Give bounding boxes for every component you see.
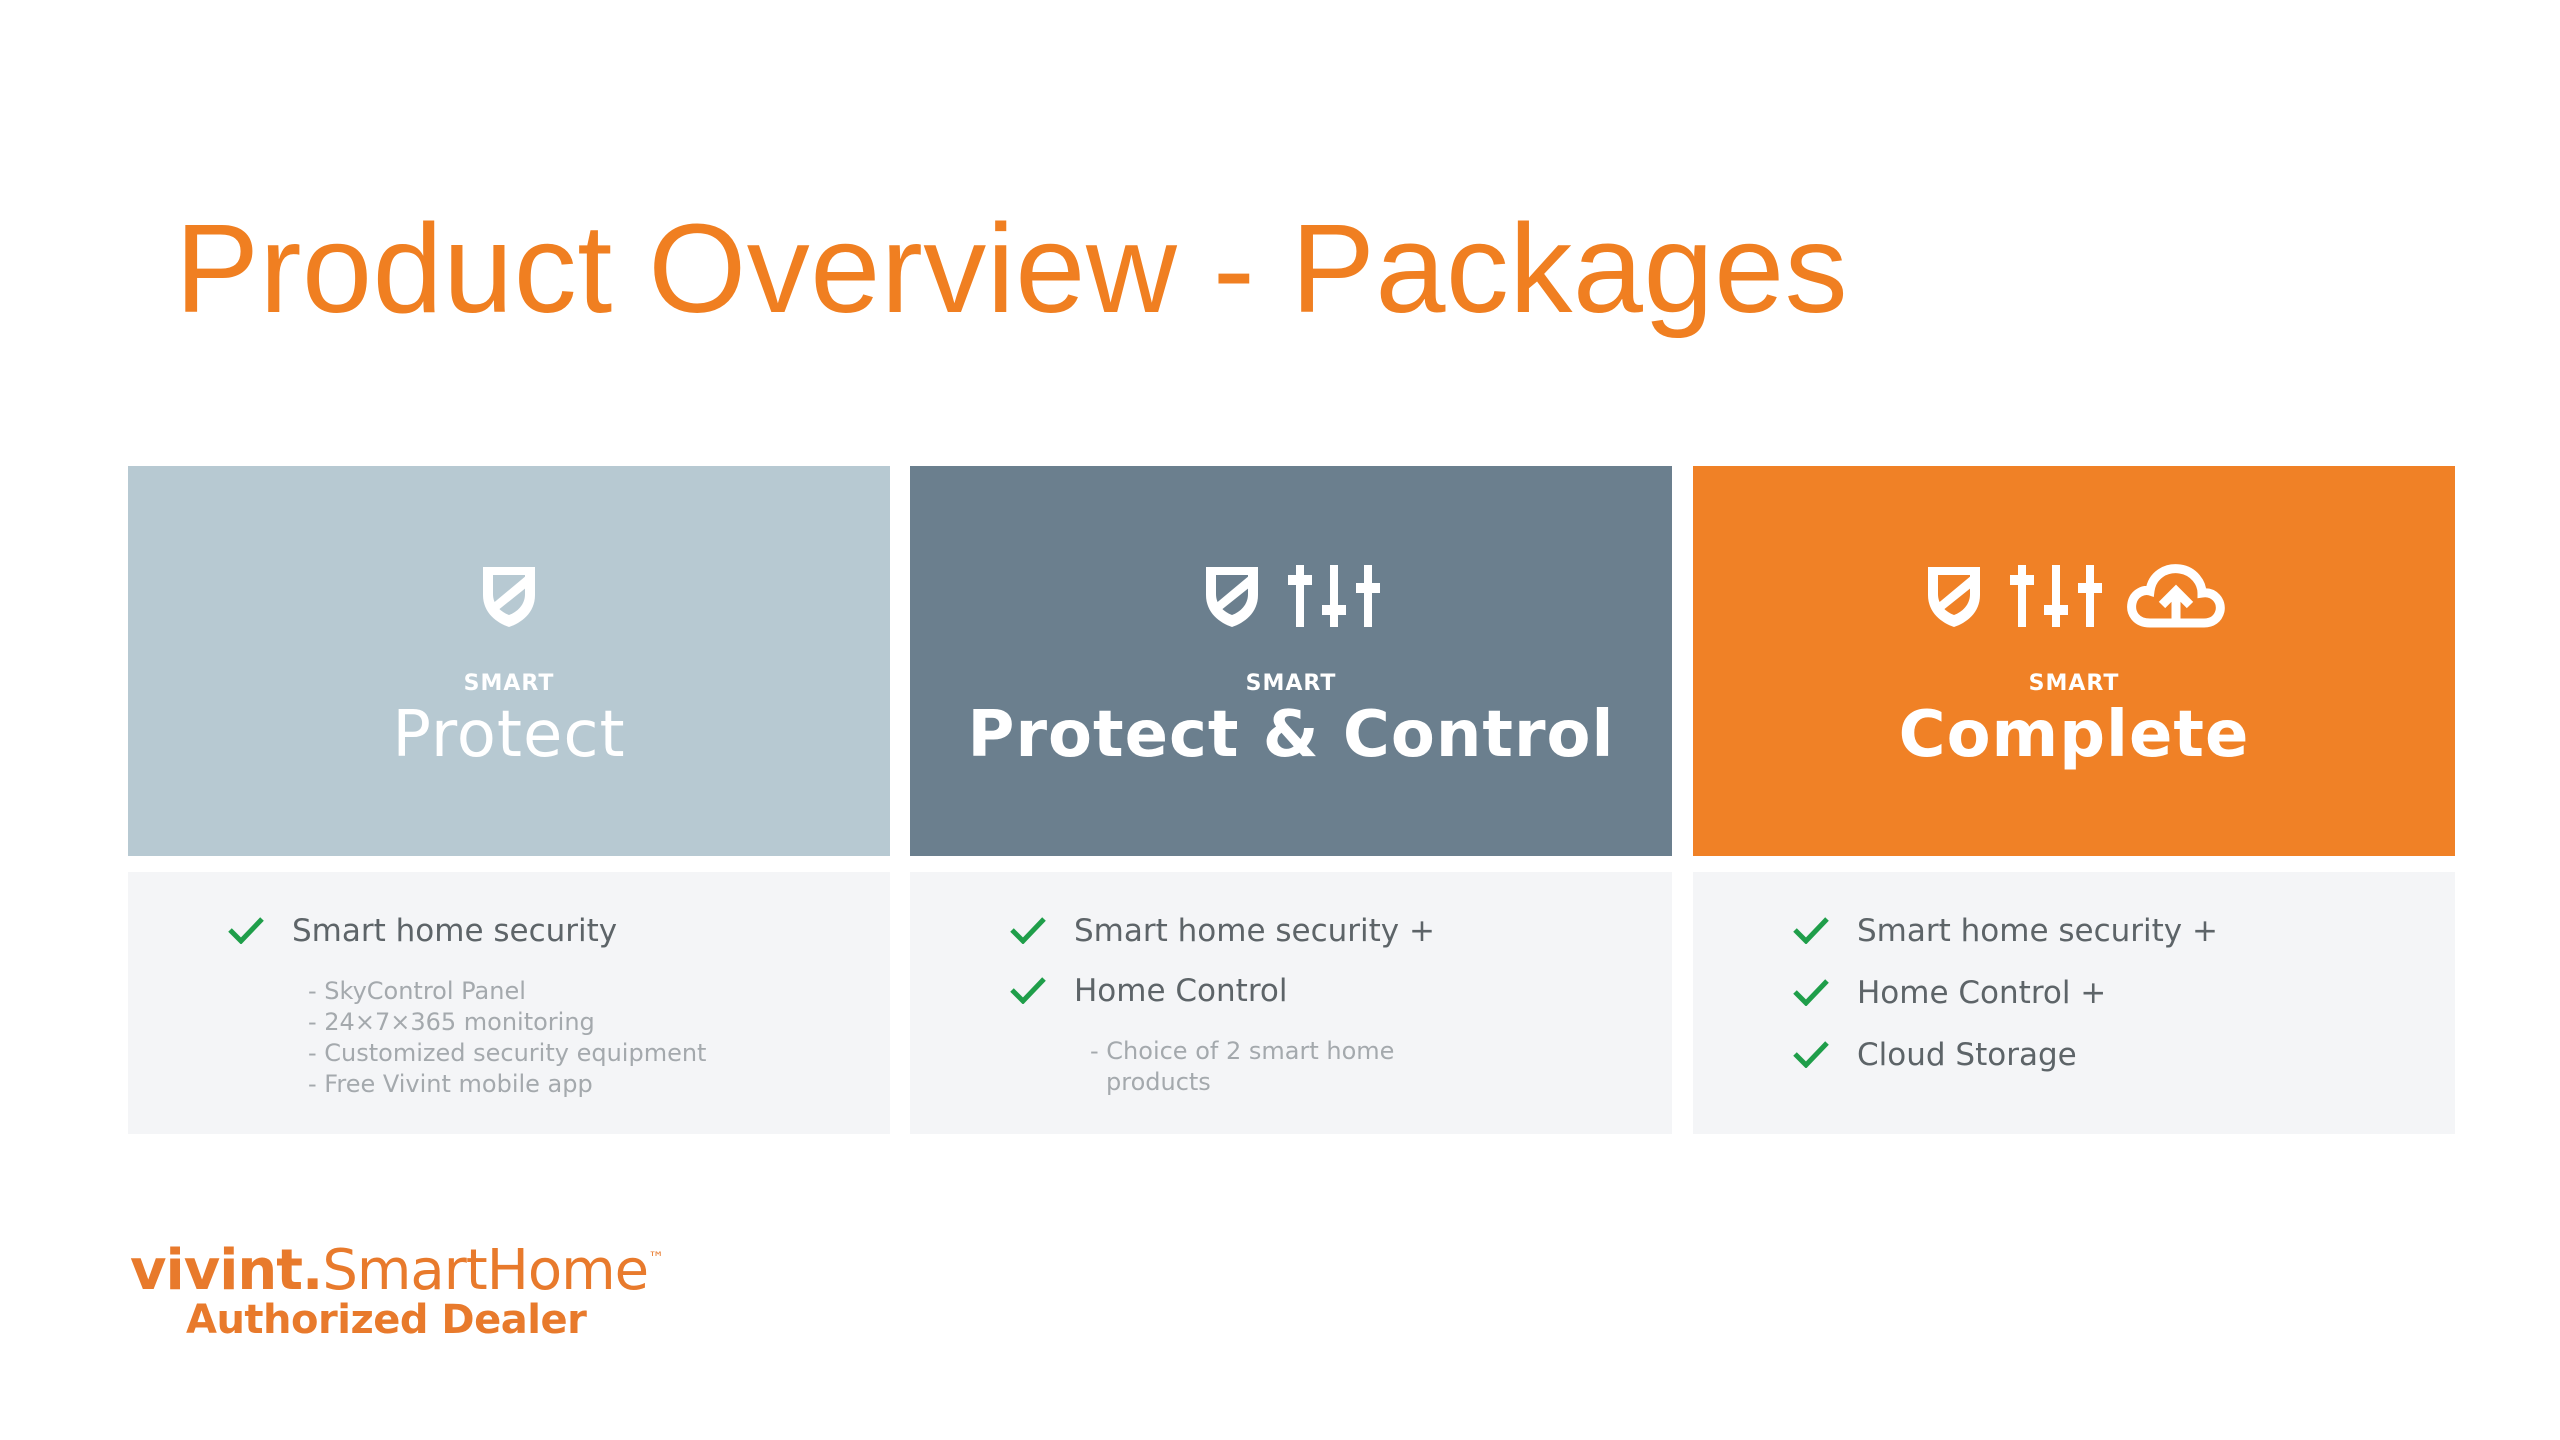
package-header: SMART Protect: [128, 466, 890, 856]
feature-detail: - SkyControl Panel: [308, 977, 526, 1005]
feature-label: Home Control +: [1857, 975, 2107, 1011]
feature-label: Smart home security: [292, 913, 618, 949]
logo-dealer-text: Authorized Dealer: [186, 1297, 587, 1343]
checkmark-icon: [1793, 979, 1829, 1006]
package-features: Smart home security - SkyControl Panel -…: [128, 872, 890, 1134]
feature-item: Smart home security +: [1010, 912, 1435, 950]
feature-detail: - Choice of 2 smart home: [1090, 1037, 1395, 1065]
package-name: Complete: [1898, 698, 2250, 772]
logo-brand: vivint.SmartHome™: [130, 1238, 664, 1303]
feature-item: Cloud Storage: [1793, 1036, 2218, 1074]
shield-icon: [483, 567, 535, 627]
package-label-small: SMART: [2028, 671, 2120, 696]
feature-detail: - Customized security equipment: [308, 1039, 707, 1067]
package-icons: [1693, 556, 2455, 636]
feature-label: Home Control: [1074, 973, 1288, 1009]
package-smart-protect: SMART Protect Smart home security - SkyC…: [128, 466, 890, 1134]
shield-icon: [1206, 567, 1258, 627]
feature-detail: products: [1106, 1068, 1211, 1096]
feature-item: Home Control: [1010, 972, 1435, 1010]
feature-label: Cloud Storage: [1857, 1037, 2077, 1073]
logo-brand-light: SmartHome: [322, 1238, 649, 1303]
package-features: Smart home security + Home Control - Cho…: [910, 872, 1672, 1134]
feature-item: Home Control +: [1793, 974, 2218, 1012]
package-header: SMART Protect & Control: [910, 466, 1672, 856]
checkmark-icon: [1010, 977, 1046, 1004]
sliders-icon: [2010, 565, 2102, 627]
package-label-small: SMART: [463, 671, 555, 696]
package-icons: [910, 556, 1672, 636]
package-smart-protect-control: SMART Protect & Control Smart home secur…: [910, 466, 1672, 1134]
feature-label: Smart home security +: [1857, 913, 2218, 949]
package-name: Protect & Control: [967, 698, 1615, 772]
logo-brand-bold: vivint.: [130, 1238, 323, 1303]
checkmark-icon: [1793, 917, 1829, 944]
checkmark-icon: [1793, 1041, 1829, 1068]
feature-item: Smart home security +: [1793, 912, 2218, 950]
feature-detail: - Free Vivint mobile app: [308, 1070, 593, 1098]
feature-item: Smart home security: [228, 912, 617, 950]
package-icons: [128, 556, 890, 636]
page-title: Product Overview - Packages: [175, 198, 1849, 339]
package-name: Protect: [392, 698, 626, 772]
logo-trademark: ™: [648, 1248, 664, 1267]
package-smart-complete: SMART Complete Smart home security + Hom…: [1693, 466, 2455, 1134]
cloud-upload-icon: [2127, 564, 2225, 628]
package-header: SMART Complete: [1693, 466, 2455, 856]
feature-detail: - 24×7×365 monitoring: [308, 1008, 595, 1036]
package-features: Smart home security + Home Control + Clo…: [1693, 872, 2455, 1134]
feature-label: Smart home security +: [1074, 913, 1435, 949]
vivint-logo: vivint.SmartHome™ Authorized Dealer: [130, 1238, 664, 1343]
shield-icon: [1928, 567, 1980, 627]
checkmark-icon: [1010, 917, 1046, 944]
checkmark-icon: [228, 917, 264, 944]
package-label-small: SMART: [1245, 671, 1337, 696]
sliders-icon: [1288, 565, 1380, 627]
